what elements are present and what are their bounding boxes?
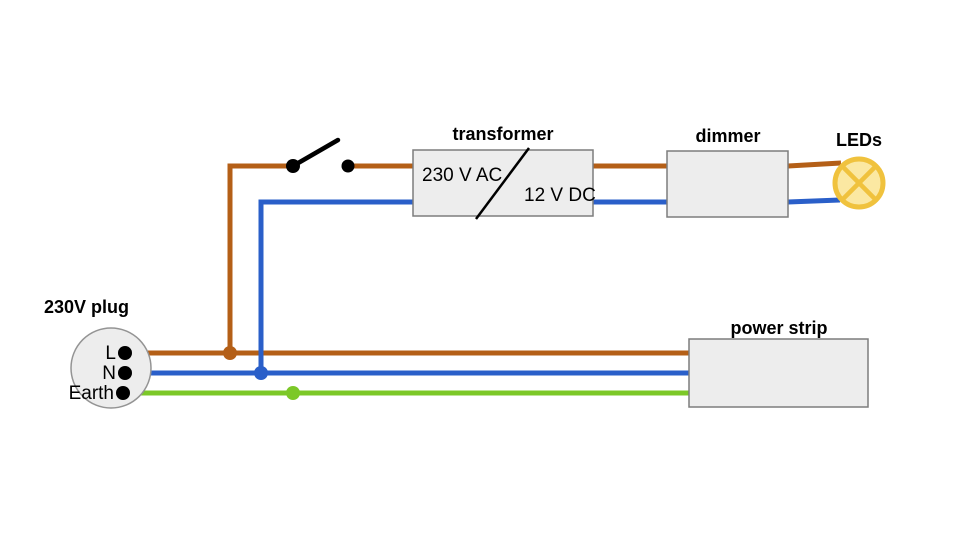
led-lamp-symbol: LEDs [832, 130, 886, 210]
power-strip-title: power strip [730, 318, 827, 338]
neutral-wire-dimmer-to-led [787, 197, 841, 205]
transformer-input-rating: 230 V AC [422, 165, 502, 186]
live-wire-junction-dot [223, 346, 237, 360]
plug-terminal-label-earth: Earth [69, 383, 114, 404]
switch-symbol [286, 137, 355, 173]
dimmer-title: dimmer [695, 126, 760, 146]
plug-terminal-dot-live [118, 346, 132, 360]
power-strip-box [688, 338, 869, 408]
switch-contact-right [341, 159, 355, 173]
plug-terminal-dot-neutral [118, 366, 132, 380]
leds-title: LEDs [836, 130, 882, 150]
neutral-wire-junction-dot [254, 366, 268, 380]
neutral-wire-branch-to-transformer [258, 199, 415, 373]
dimmer-box [666, 150, 789, 218]
plug-body [70, 327, 152, 409]
switch-contact-left [286, 159, 300, 173]
transformer-diagonal-divider [474, 147, 531, 220]
switch-lever [290, 137, 341, 169]
transformer-output-rating: 12 V DC [524, 185, 596, 206]
transformer-title: transformer [452, 124, 553, 144]
plug-title: 230V plug [44, 297, 129, 317]
live-wire-dimmer-to-led [787, 160, 842, 169]
plug-terminal-label-live: L [105, 343, 116, 364]
live-wire [128, 160, 842, 356]
neutral-wire [128, 197, 841, 376]
dimmer-component: dimmer [666, 126, 789, 218]
plug-terminal-label-neutral: N [102, 363, 116, 384]
plug-230v: L N Earth 230V plug [44, 297, 152, 409]
led-lamp-cross-line-2 [839, 163, 879, 203]
live-wire-branch-to-switch [227, 163, 290, 353]
earth-wire-junction-dot [286, 386, 300, 400]
power-strip-component: power strip [688, 318, 869, 408]
plug-terminal-dot-earth [116, 386, 130, 400]
transformer-component: 230 V AC 12 V DC transformer [412, 124, 596, 220]
